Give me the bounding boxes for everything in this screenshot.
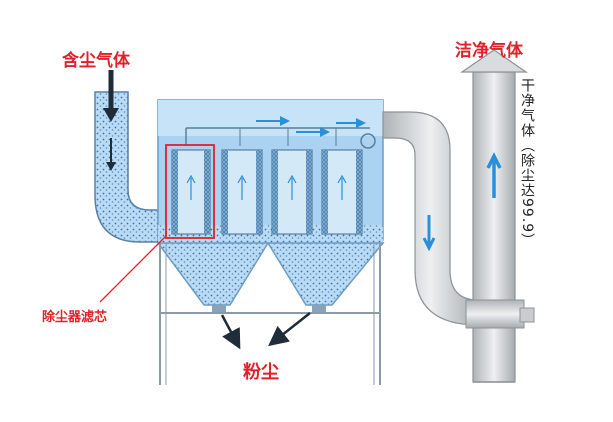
dusty-gas-label: 含尘气体 xyxy=(62,51,130,71)
dust-hoppers xyxy=(156,242,385,313)
inlet-pipe xyxy=(94,91,161,243)
support-frame xyxy=(159,243,381,385)
clean-air-arrows-top xyxy=(256,116,366,137)
filter-label: 除尘器滤芯 xyxy=(42,310,108,325)
filter-pointer-line xyxy=(99,235,167,303)
duct-down-arrow xyxy=(422,215,436,252)
inlet-arrow xyxy=(103,70,119,171)
exhaust-stack xyxy=(460,49,535,383)
stack-up-arrow xyxy=(486,152,502,198)
filter-cartridges xyxy=(171,149,363,235)
dust-discharge-arrows xyxy=(220,312,311,350)
clean-gas-label: 洁净气体 xyxy=(455,41,523,61)
clean-gas-note: 干净气体（除尘达99.9） xyxy=(519,78,535,249)
dust-label: 粉尘 xyxy=(243,362,279,383)
filter-highlight-box xyxy=(165,144,215,239)
